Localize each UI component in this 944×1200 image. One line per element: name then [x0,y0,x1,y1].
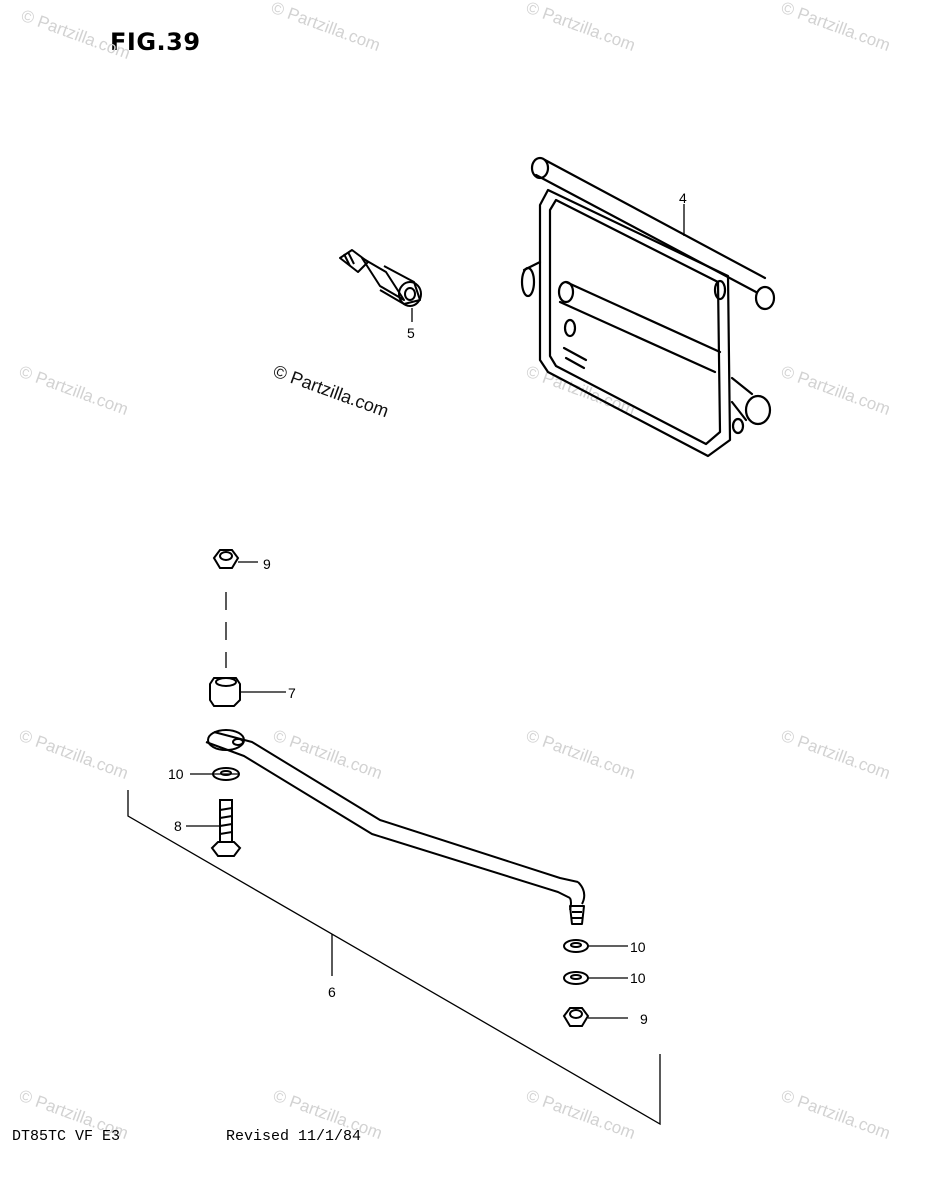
callout-9-bottom: 9 [640,1011,648,1027]
watermark: © Partzilla.com [269,0,383,55]
watermark: © Partzilla.com [271,726,385,783]
callout-7: 7 [288,685,296,701]
rod-icon [205,729,586,925]
callout-6: 6 [328,984,336,1000]
washer-icon [563,971,589,985]
watermarks: © Partzilla.com © Partzilla.com © Partzi… [17,0,893,1143]
watermark: © Partzilla.com [19,6,133,63]
bushing-icon [339,249,422,307]
figure-title: FIG.39 [110,28,201,56]
watermark: © Partzilla.com [524,0,638,55]
washer-icon [563,939,589,953]
watermark: © Partzilla.com [17,726,131,783]
collar-icon [209,677,241,707]
callout-9-top: 9 [263,556,271,572]
bracket-icon [520,156,776,458]
callout-4: 4 [679,190,687,206]
nut-icon [562,1007,590,1027]
nut-icon [212,549,240,569]
bolt-icon [210,799,242,857]
watermark: © Partzilla.com [524,726,638,783]
callout-8: 8 [174,818,182,834]
watermark: © Partzilla.com [17,362,131,419]
footer-model: DT85TC VF E3 [12,1128,121,1145]
watermark: © Partzilla.com [779,362,893,419]
callout-10-right-top: 10 [630,939,646,955]
watermark: © Partzilla.com [779,1086,893,1143]
leader-lines [127,204,685,1126]
watermark: © Partzilla.com [524,1086,638,1143]
callout-10-right-mid: 10 [630,970,646,986]
footer-revised: Revised 11/1/84 [226,1128,362,1145]
watermark-main: © Partzilla.com [271,361,392,421]
callout-5: 5 [407,325,415,341]
callout-10-left: 10 [168,766,184,782]
watermark: © Partzilla.com [779,726,893,783]
watermark: © Partzilla.com [779,0,893,55]
